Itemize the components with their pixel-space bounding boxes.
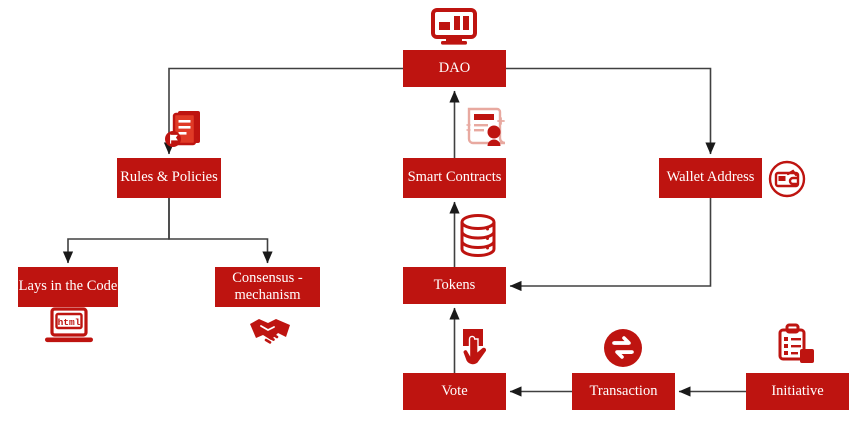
edge-rules-to-lays — [62, 198, 170, 264]
node-transaction[interactable]: Transaction — [572, 373, 675, 410]
clipboard-list-icon — [775, 323, 817, 369]
click-hand-icon — [461, 327, 501, 369]
node-wallet-address[interactable]: Wallet Address — [659, 158, 762, 198]
node-smart-contracts-label: Smart Contracts — [407, 169, 502, 186]
node-consensus-mechanism-label: Consensus - mechanism — [232, 269, 303, 303]
node-lays-in-the-code[interactable]: Lays in the Code — [18, 267, 118, 307]
node-wallet-address-label: Wallet Address — [666, 169, 755, 186]
node-vote-label: Vote — [441, 382, 468, 399]
edge-rules-to-consensus — [168, 198, 273, 264]
handshake-icon — [248, 313, 292, 347]
edge-dao-to-wallet — [506, 67, 716, 155]
node-dao-label: DAO — [438, 59, 471, 76]
node-tokens-label: Tokens — [433, 276, 476, 293]
database-icon — [459, 213, 497, 259]
wallet-card-circle-icon — [768, 160, 806, 198]
contract-seal-icon — [463, 105, 509, 149]
node-tokens[interactable]: Tokens — [403, 267, 506, 304]
node-rules-policies[interactable]: Rules & Policies — [117, 158, 221, 198]
node-transaction-label: Transaction — [589, 382, 658, 399]
laptop-screen-text: html — [58, 317, 81, 328]
laptop-html-icon: html — [43, 307, 95, 347]
node-rules-policies-label: Rules & Policies — [120, 169, 218, 186]
edge-dao-to-rules — [163, 67, 403, 155]
node-dao[interactable]: DAO — [403, 50, 506, 87]
rulebook-icon — [164, 108, 206, 152]
node-initiative[interactable]: Initiative — [746, 373, 849, 410]
node-lays-in-the-code-label: Lays in the Code — [18, 278, 118, 295]
monitor-dashboard-icon — [430, 8, 478, 46]
node-consensus-mechanism[interactable]: Consensus - mechanism — [215, 267, 320, 307]
node-smart-contracts[interactable]: Smart Contracts — [403, 158, 506, 198]
node-initiative-label: Initiative — [771, 382, 824, 399]
edge-wallet-to-tokens — [509, 198, 712, 292]
node-vote[interactable]: Vote — [403, 373, 506, 410]
exchange-circle-icon — [602, 327, 644, 369]
